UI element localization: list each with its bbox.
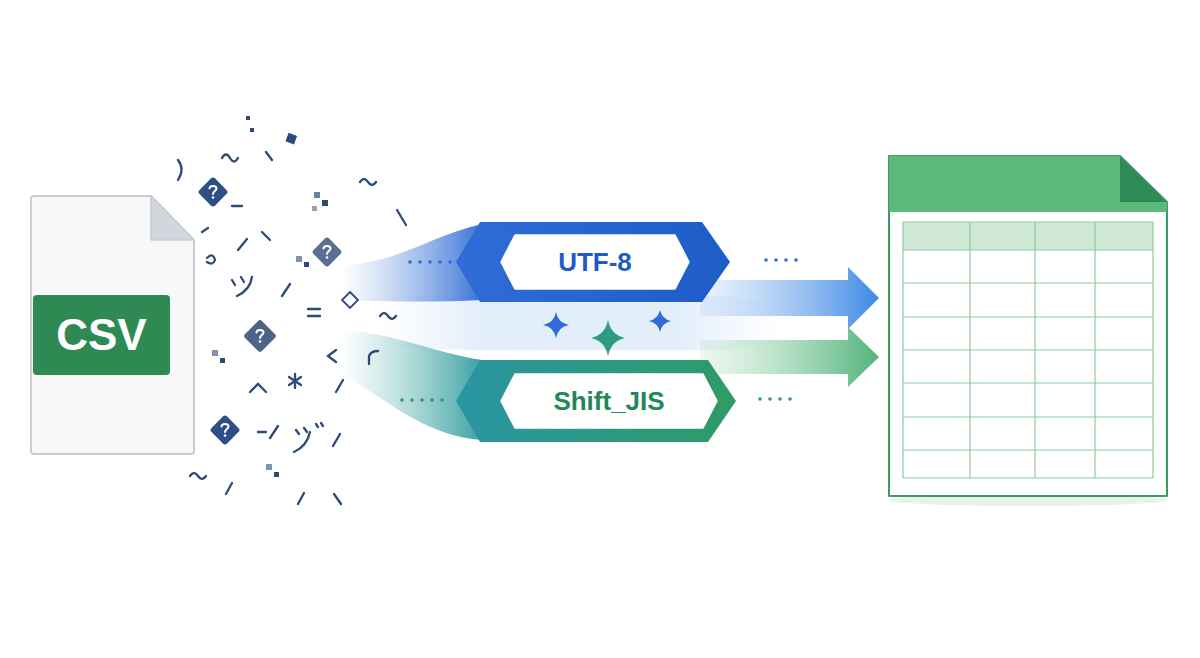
sparkles (543, 310, 671, 356)
encoding-label: Shift_JIS (500, 373, 718, 429)
node-text-area: CSV (33, 295, 170, 375)
file-label-box (33, 295, 170, 375)
flow-streams (340, 222, 879, 442)
label-hexagon (501, 374, 717, 428)
green-arrow (700, 327, 879, 387)
question-diamonds (197, 176, 342, 445)
node-text-area: Shift_JIS (500, 373, 718, 429)
node-label: CSV (56, 311, 146, 359)
green-band (456, 360, 736, 442)
node-label: Shift_JIS (553, 387, 664, 416)
node-label: UTF-8 (558, 248, 632, 277)
node-text-area: UTF-8 (500, 234, 690, 290)
file-fold (151, 196, 194, 240)
blue-band (456, 222, 730, 302)
garbled-glyphs (178, 152, 406, 504)
green-stream (340, 330, 482, 440)
spreadsheet (888, 156, 1168, 506)
file-outline (31, 196, 194, 454)
csv-file: CSV (30, 195, 195, 455)
label-hexagon (501, 235, 689, 289)
blue-arrow (700, 267, 879, 329)
encoding-label: UTF-8 (500, 234, 690, 290)
